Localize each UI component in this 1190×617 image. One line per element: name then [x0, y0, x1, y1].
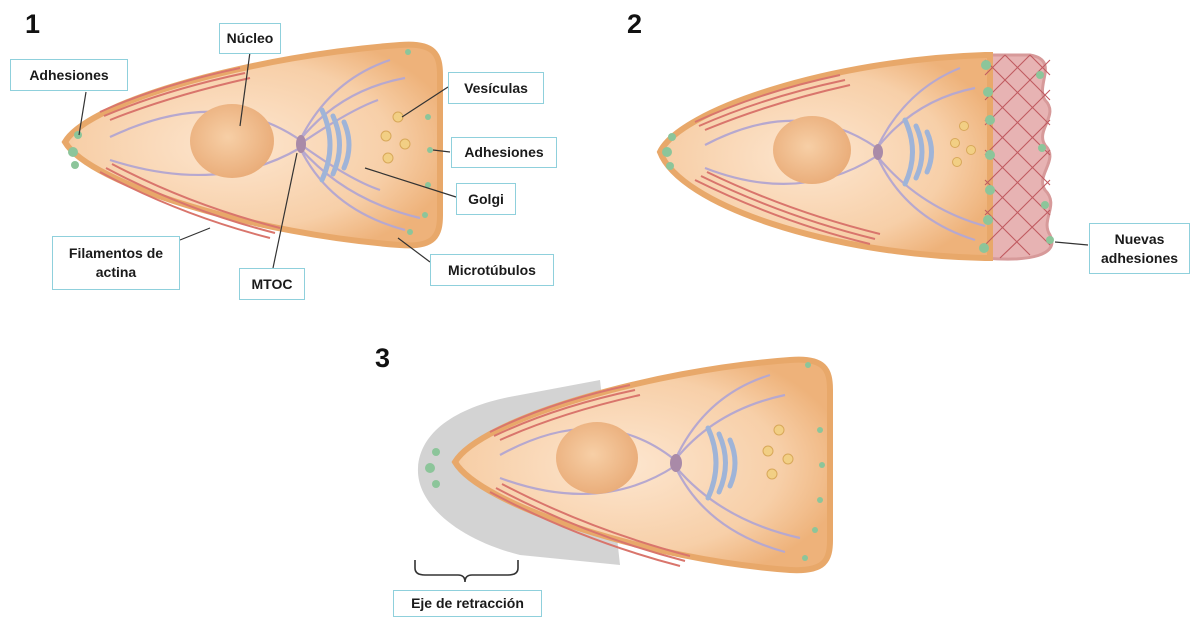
label-golgi: Golgi [456, 183, 516, 215]
mtoc [296, 135, 306, 153]
mtoc [670, 454, 682, 472]
panel-3 [415, 360, 830, 582]
cell-2 [660, 55, 1054, 259]
lamellipodium [985, 55, 1052, 259]
panel-number-3: 3 [375, 345, 390, 372]
label-adhesiones-right: Adhesiones [451, 137, 557, 168]
panel-number-1: 1 [25, 11, 40, 38]
label-filamentos-actina: Filamentos de actina [52, 236, 180, 290]
cell-3 [418, 360, 830, 571]
leader-lines-2 [1055, 242, 1088, 245]
label-vesiculas: Vesículas [448, 72, 544, 104]
retraction-bracket [415, 560, 518, 582]
label-adhesiones-left: Adhesiones [10, 59, 128, 91]
label-eje-retraccion: Eje de retracción [393, 590, 542, 617]
nucleus [773, 116, 851, 184]
nucleus [190, 104, 274, 178]
label-microtubulos: Microtúbulos [430, 254, 554, 286]
label-nucleo: Núcleo [219, 23, 281, 54]
panel-2 [660, 55, 1088, 259]
label-nuevas-adhesiones: Nuevas adhesiones [1089, 223, 1190, 274]
label-mtoc: MTOC [239, 268, 305, 300]
mtoc [873, 144, 883, 160]
panel-number-2: 2 [627, 11, 642, 38]
nucleus [556, 422, 638, 494]
